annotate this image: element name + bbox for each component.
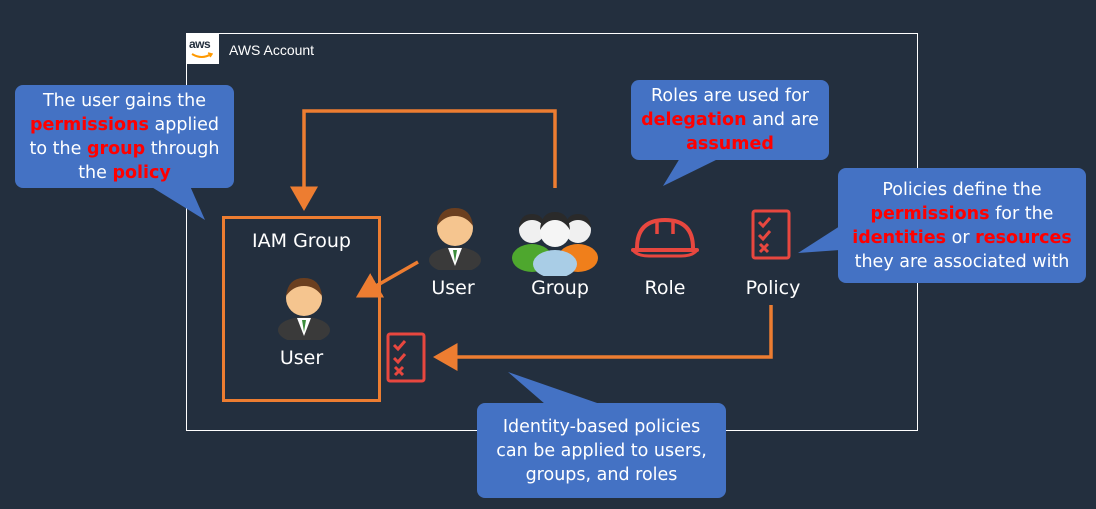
aws-logo: aws (187, 34, 219, 64)
callout-identity-based-policies: Identity-based policies can be applied t… (477, 403, 726, 498)
aws-smile-icon (191, 52, 213, 58)
user-label: User (431, 277, 475, 299)
group-label: Group (531, 277, 589, 299)
user-icon (429, 208, 481, 270)
callout-text: and are (746, 110, 819, 130)
highlight-delegation: delegation (641, 110, 747, 130)
callout-user-gains-permissions: The user gains the permissions applied t… (15, 85, 234, 188)
group-member-user-label: User (279, 347, 324, 369)
callout-text: applied (148, 114, 220, 135)
highlight-policy: policy (112, 162, 171, 183)
callout-text: through (145, 138, 220, 159)
policy-label: Policy (745, 277, 801, 299)
highlight-assumed: assumed (686, 134, 774, 154)
callout-text: Roles are used for (651, 86, 809, 106)
callout-text: the (78, 162, 113, 183)
policy-checklist-icon (751, 209, 791, 260)
policy-to-identity-policy-arrow (433, 305, 773, 371)
account-title: AWS Account (229, 42, 315, 58)
callout-text: they are associated with (854, 251, 1070, 272)
callout-text: Identity-based policies (502, 416, 701, 437)
iam-group-title: IAM Group (252, 230, 351, 252)
callout-text: can be applied to users, (496, 440, 707, 461)
callout-text: groups, and roles (525, 464, 678, 485)
highlight-permissions: permissions (870, 203, 990, 224)
callout-policies-define: Policies define the permissions for the … (838, 168, 1086, 283)
callout-roles: Roles are used for delegation and are as… (631, 80, 829, 160)
highlight-group: group (86, 138, 146, 159)
iam-group-box (222, 216, 381, 402)
highlight-permissions: permissions (29, 114, 149, 135)
highlight-identities: identities (852, 227, 947, 248)
callout-text: Policies define the (882, 179, 1042, 200)
group-icon (512, 212, 598, 276)
group-to-iam-group-arrow (290, 109, 557, 211)
user-to-group-member-arrow (355, 260, 419, 298)
role-hardhat-icon (631, 217, 699, 258)
callout-text: to the (29, 138, 87, 159)
role-label: Role (644, 277, 686, 299)
highlight-resources: resources (975, 227, 1072, 248)
identity-policy-checklist-icon (386, 332, 426, 383)
callout-text: or (946, 227, 976, 248)
aws-logo-text: aws (189, 37, 211, 51)
group-member-user-icon (278, 278, 330, 340)
callout-text: The user gains the (42, 90, 207, 111)
callout-text: for the (989, 203, 1054, 224)
